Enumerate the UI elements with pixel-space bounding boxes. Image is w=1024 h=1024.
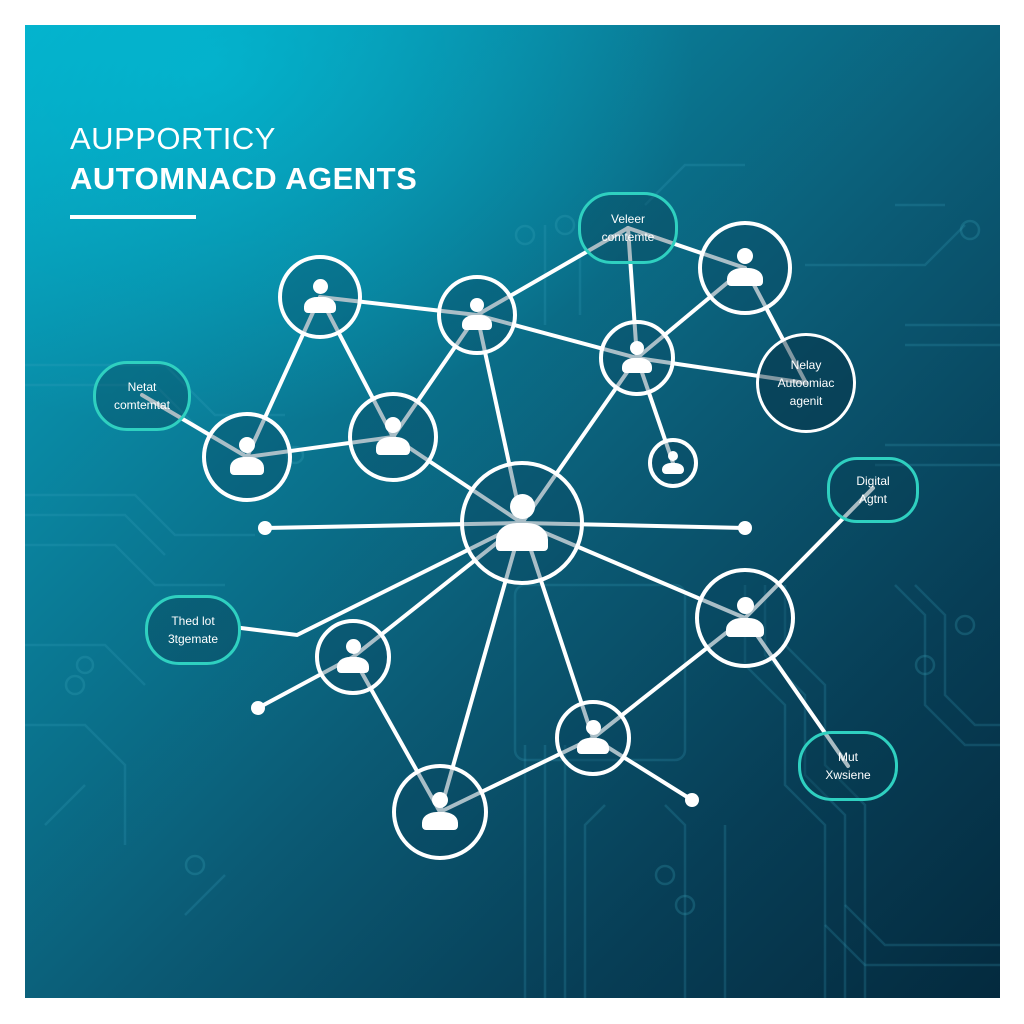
connector-endpoint (738, 521, 752, 535)
person-icon (462, 298, 492, 332)
label-bubble-mut[interactable]: Mut Xwsiene (798, 731, 898, 801)
circuit-background (25, 163, 1000, 998)
agent-node-n8[interactable] (695, 568, 795, 668)
label-bubble-nelay[interactable]: Nelay Autoomiac agenit (756, 333, 856, 433)
person-icon (727, 248, 763, 288)
connector-endpoint (258, 521, 272, 535)
connector-endpoint (685, 793, 699, 807)
label-line: comtemte (601, 230, 655, 244)
label-line: agenit (789, 394, 823, 408)
person-icon (662, 451, 684, 475)
agent-node-hub[interactable] (460, 461, 584, 585)
label-line: 3tgemate (167, 632, 219, 646)
label-bubble-thed[interactable]: Thed lot 3tgemate (145, 595, 241, 665)
agent-node-n9[interactable] (315, 619, 391, 695)
title-line-2: AUTOMNACD AGENTS (70, 161, 418, 196)
label-bubble-veleer[interactable]: Veleer comtemte (578, 192, 678, 264)
person-icon (496, 494, 548, 552)
label-line: Xwsiene (825, 768, 871, 782)
person-icon (622, 341, 652, 375)
title-line-1: AUPPORTICY (70, 121, 276, 156)
label-line: Thed lot (171, 614, 215, 628)
label-line: Autoomiac (777, 376, 835, 390)
label-line: comtemtat (113, 398, 170, 412)
person-icon (376, 417, 410, 457)
label-bubble-digital[interactable]: Digital Agtnt (827, 457, 919, 523)
connector-endpoint (251, 701, 265, 715)
label-line: Veleer (610, 212, 646, 226)
agent-node-n4[interactable] (348, 392, 438, 482)
agent-node-n11[interactable] (392, 764, 488, 860)
person-icon (337, 639, 369, 675)
label-line: Digital (856, 474, 890, 488)
label-bubble-netat[interactable]: Netat comtemtat (93, 361, 191, 431)
person-icon (577, 720, 609, 756)
label-line: Netat (127, 380, 157, 394)
agent-node-n3[interactable] (202, 412, 292, 502)
diagram-panel: AUPPORTICY AUTOMNACD AGENTS (25, 25, 1000, 998)
person-icon (230, 437, 264, 477)
label-line: Mut (837, 750, 858, 764)
person-icon (304, 279, 336, 315)
label-line: Agtnt (858, 492, 888, 506)
agent-node-n2[interactable] (437, 275, 517, 355)
person-icon (726, 597, 764, 639)
agent-node-n5[interactable] (599, 320, 675, 396)
agent-node-n1[interactable] (278, 255, 362, 339)
agent-node-n6[interactable] (698, 221, 792, 315)
agent-node-n7[interactable] (648, 438, 698, 488)
label-line: Nelay (790, 358, 822, 372)
person-icon (422, 792, 458, 832)
agent-node-n10[interactable] (555, 700, 631, 776)
title-underline (70, 215, 196, 219)
title-block: AUPPORTICY AUTOMNACD AGENTS (70, 121, 417, 219)
